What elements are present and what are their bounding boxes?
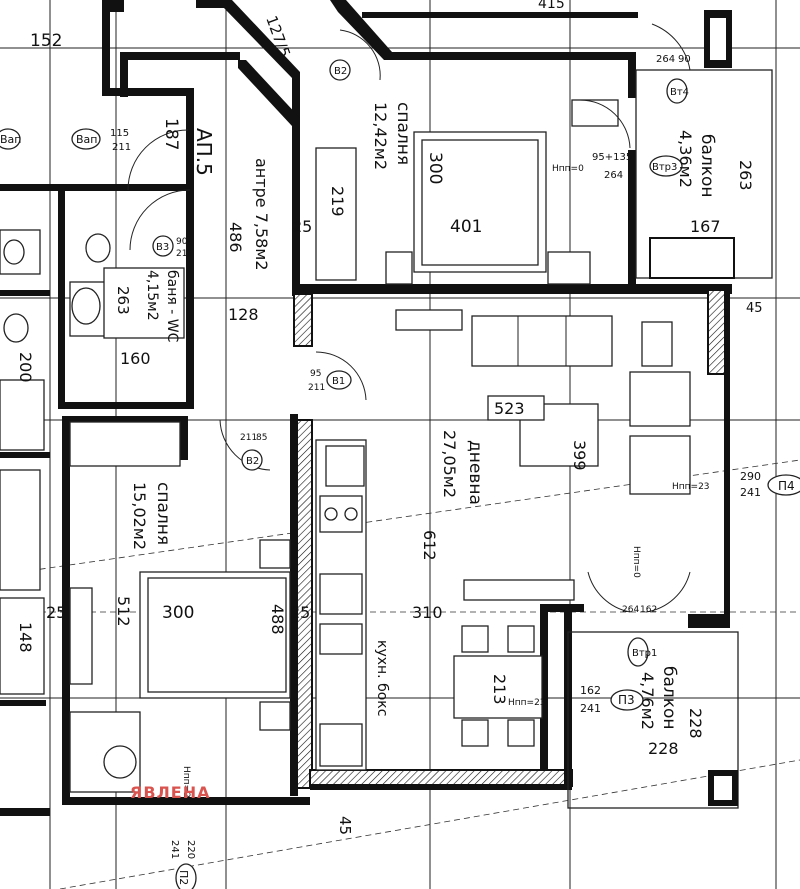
tag-vt4: Вт4 [670,87,689,98]
tag-vt4-num1: 90 [678,54,691,65]
vap-tag-1: Вап [76,133,97,146]
dim-45-a: 45 [746,301,763,316]
bedroom2-d2: 488 [268,604,287,635]
dim-25-b: 25 [46,603,66,622]
level-23-a: Нпп=23 [672,482,710,492]
balcony2-d2: 228 [648,739,679,758]
living-table: 523 [494,399,525,418]
tag-b2a: В2 [246,456,259,467]
balcony2-d1: 228 [686,708,705,739]
dim-25-c: 25 [290,603,310,622]
tag-vtr3-num2: 264 [604,170,623,181]
tag-p3-num1: 162 [580,684,601,697]
door-127: 127/5 [262,13,294,60]
balcony2-name: балкон [659,666,679,730]
bedroom2-area: 15,02м2 [130,482,149,550]
balcony2-area: 4,76м2 [638,672,657,730]
bedroom1-name: спалня [393,102,413,165]
living-area: 27,05м2 [440,430,459,498]
tag-vtr3-num1: 95+135 [592,152,632,163]
bath-name: баня - WC [164,270,180,343]
tag-b2-num1: 85 [256,433,267,443]
tag-p3: П3 [618,693,635,707]
tag-b2b: В2 [334,66,347,77]
level-0-a: Нпп=0 [552,164,584,174]
bedroom1-width: 401 [450,217,482,237]
door-window-tags [0,59,800,889]
furniture [0,99,691,793]
bath-dim2: 160 [120,349,151,368]
bedroom2-bed: 300 [162,603,194,623]
balcony1-name: балкон [697,134,717,198]
door-swings [127,23,691,613]
level-23-b: Нпп=23 [508,698,546,708]
vap-num-1: 115 [110,128,129,139]
antre-dim: 486 [226,222,245,253]
bedroom1-bed: 300 [425,152,445,184]
dim-top415: 415 [538,0,565,12]
tag-p2-num2: 241 [169,840,180,859]
dim-187: 187 [161,118,181,150]
bedroom2-d1: 512 [114,596,133,627]
level-0-b: Нпп=0 [631,546,641,578]
tag-b3-num1: 90 [176,237,188,247]
kitchen-name: кухн. бокс [374,640,390,716]
bedroom2-name: спалня [153,482,173,545]
balcony1-d2: 167 [690,217,721,236]
tag-p4-num1: 290 [740,470,761,483]
balcony1-d1: 263 [736,160,755,191]
level-23-c: Нпп=23 [181,766,191,804]
tag-b1-num1: 95 [310,369,321,379]
apartment-label: АП.5 [192,128,216,176]
tag-vt4-num2: 264 [656,54,675,65]
bath-area: 4,15м2 [144,270,160,321]
vap-num-2: 211 [112,142,131,153]
bath-dim: 263 [114,286,132,315]
tag-b3: В3 [156,242,169,253]
antre-name: антре 7,58м2 [252,158,271,271]
walls [0,0,773,816]
tag-vtr1-num1: 162 [640,605,657,615]
tag-p4-num2: 241 [740,486,761,499]
tag-vtr3: Втр3 [652,162,677,173]
dim-25-a: 25 [292,217,312,236]
tag-p2-num1: 220 [185,840,196,859]
tag-b3-num2: 211 [176,249,193,259]
tag-vtr1: Втр1 [632,648,657,659]
tag-b1: В1 [332,376,345,387]
bedroom1-area: 12,42м2 [371,102,390,170]
bedroom1-depth: 219 [328,186,347,217]
tag-p2: П2 [177,870,190,885]
living-dim2: 612 [420,530,439,561]
dim-45-b: 45 [336,816,354,835]
dim-148: 148 [16,622,35,653]
tag-b2-num2: 211 [240,433,257,443]
watermark: ЯВЛЕНА [130,783,211,802]
tag-vtr1-num2: 264 [622,605,639,615]
dim-200: 200 [16,352,35,383]
dim-top-left: 152 [30,31,62,51]
living-dim4: 213 [490,674,509,705]
living-dim3: 310 [412,603,443,622]
tag-p3-num2: 241 [580,702,601,715]
tag-p4: П4 [778,479,795,493]
tag-b1-num2: 211 [308,383,325,393]
balcony1-area: 4,36м2 [676,130,695,188]
dim-128: 128 [228,305,259,324]
living-name: дневна [465,440,485,505]
living-dim1: 399 [570,440,589,471]
vap-tag-2: Вап [0,133,21,146]
